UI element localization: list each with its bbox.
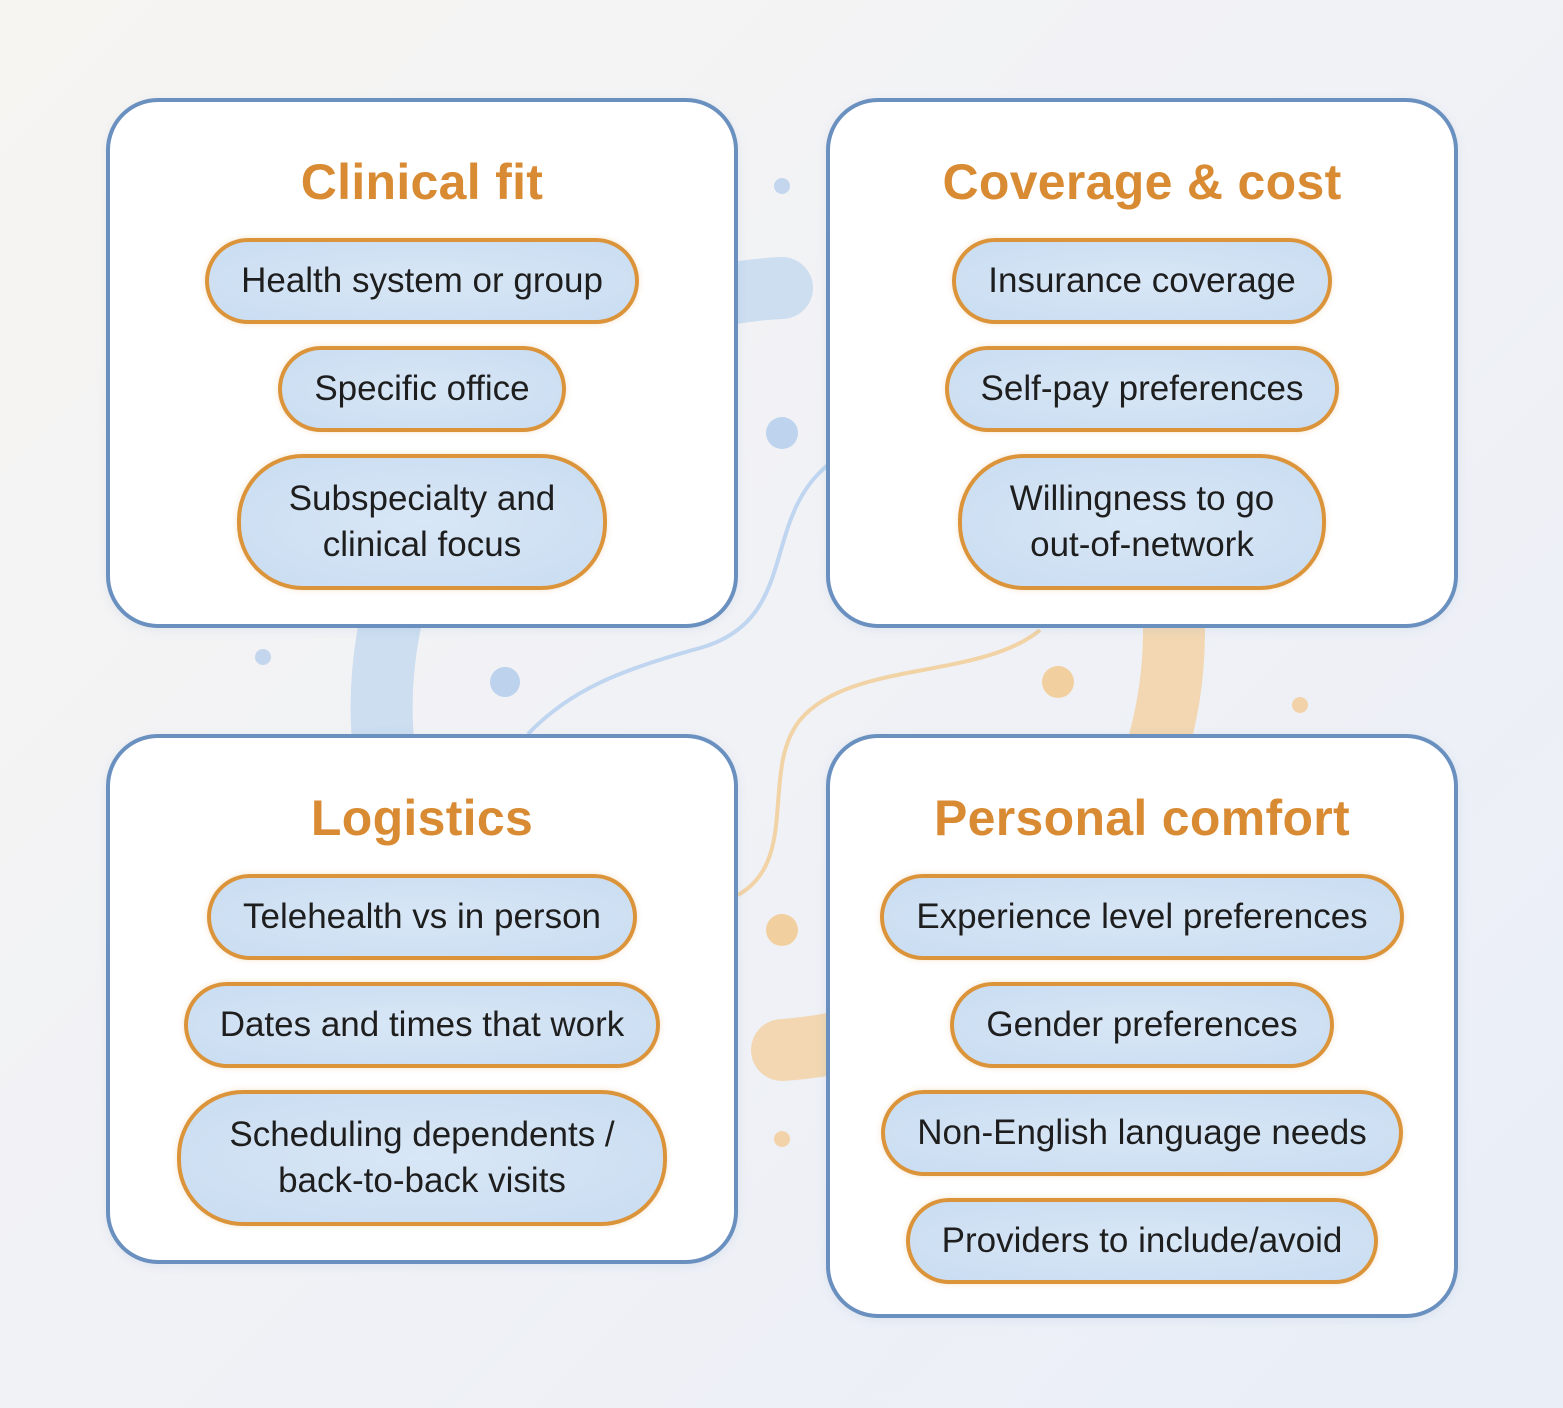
card-clinical-fit: Clinical fit Health system or group Spec… [106,98,738,628]
pill-label: Non-English language needs [917,1113,1367,1152]
pill-insurance-coverage: Insurance coverage [952,238,1332,324]
pill-label: Self-pay preferences [980,369,1304,408]
decor-curve-blue [526,463,830,736]
pill-label: Gender preferences [986,1005,1298,1044]
pill-label-line-1: Willingness to go [1009,479,1275,518]
pill-label-line-1: Scheduling dependents / [229,1115,615,1154]
pill-providers-include-avoid: Providers to include/avoid [905,1198,1379,1284]
pill-self-pay: Self-pay preferences [944,346,1340,432]
pill-label-line-2: back-to-back visits [278,1161,566,1200]
pill-label-line-1: Subspecialty and [288,479,556,518]
card-title: Personal comfort [933,790,1350,846]
card-logistics: Logistics Telehealth vs in person Dates … [106,734,738,1264]
decor-dot [255,649,271,665]
decor-dot [766,417,798,449]
pill-label: Health system or group [241,261,603,300]
pill-label: Telehealth vs in person [243,897,601,936]
card-title: Coverage & cost [942,154,1342,210]
pill-label: Specific office [314,369,530,408]
decor-dot [1292,697,1308,713]
pill-health-system: Health system or group [205,238,639,324]
pill-label: Providers to include/avoid [941,1221,1343,1260]
pill-list: Telehealth vs in person Dates and times … [177,874,667,1226]
pill-label: Dates and times that work [219,1005,625,1044]
decor-dot [774,178,790,194]
pill-out-of-network: Willingness to go out-of-network [957,454,1327,590]
pill-language-needs: Non-English language needs [881,1090,1403,1176]
pill-label-line-2: clinical focus [322,525,522,564]
pill-gender: Gender preferences [950,982,1334,1068]
card-personal-comfort: Personal comfort Experience level prefer… [826,734,1458,1318]
pill-experience-level: Experience level preferences [880,874,1404,960]
pill-label: Insurance coverage [988,261,1296,300]
pill-telehealth: Telehealth vs in person [207,874,637,960]
pill-label-line-2: out-of-network [1030,525,1254,564]
pill-scheduling-dependents: Scheduling dependents / back-to-back vis… [177,1090,667,1226]
decor-curve-orange [737,628,1042,897]
pill-label: Experience level preferences [916,897,1368,936]
pill-subspecialty: Subspecialty and clinical focus [236,454,608,590]
decor-dot [490,667,520,697]
pill-list: Experience level preferences Gender pref… [880,874,1404,1284]
card-coverage-cost: Coverage & cost Insurance coverage Self-… [826,98,1458,628]
card-title: Logistics [310,790,534,846]
decor-dot [766,914,798,946]
card-title: Clinical fit [300,154,544,210]
pill-dates-times: Dates and times that work [183,982,661,1068]
pill-list: Insurance coverage Self-pay preferences … [944,238,1340,590]
decor-dot [1042,666,1074,698]
pill-specific-office: Specific office [278,346,566,432]
decor-dot [774,1131,790,1147]
pill-list: Health system or group Specific office S… [205,238,639,590]
